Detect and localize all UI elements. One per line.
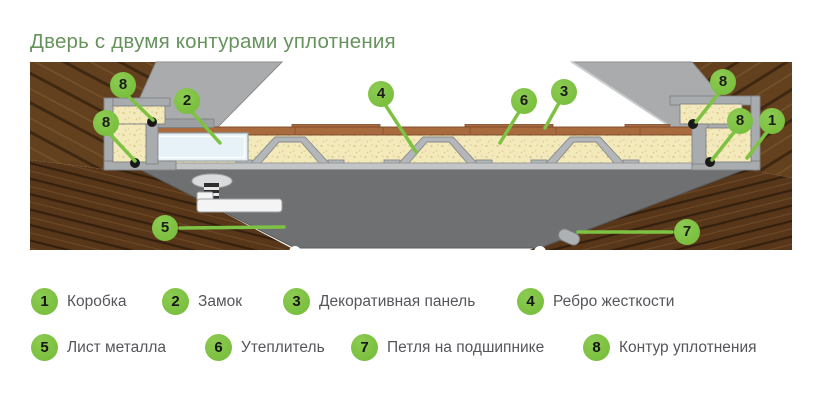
callout-seal-top-left: 8	[110, 72, 136, 98]
wood-floor-right	[530, 160, 792, 250]
legend-label-hinge: Петля на подшипнике	[387, 338, 545, 356]
legend-num-5: 5	[31, 334, 58, 361]
callout-frame: 1	[759, 108, 785, 134]
legend-label-insulation: Утеплитель	[241, 338, 325, 356]
callout-seal-bottom-left: 8	[93, 110, 119, 136]
door-handle	[191, 173, 283, 213]
callout-seal-bottom-right: 8	[727, 108, 753, 134]
legend-item-insulation: 6 Утеплитель	[205, 334, 325, 361]
legend-label-sealing-contour: Контур уплотнения	[619, 338, 757, 356]
legend-num-8: 8	[583, 334, 610, 361]
legend-item-lock: 2 Замок	[162, 288, 242, 315]
legend-num-6: 6	[205, 334, 232, 361]
legend-num-2: 2	[162, 288, 189, 315]
callout-lock: 2	[174, 88, 200, 114]
inner-sheet-edge	[134, 162, 748, 170]
legend-num-3: 3	[283, 288, 310, 315]
legend-num-1: 1	[31, 288, 58, 315]
callout-stiffening-rib: 4	[368, 81, 394, 107]
door-leaf	[134, 124, 748, 170]
legend-label-lock: Замок	[198, 292, 243, 310]
legend-item-metal-sheet: 5 Лист металла	[31, 334, 166, 361]
legend-item-sealing-contour: 8 Контур уплотнения	[583, 334, 757, 361]
callout-metal-sheet: 5	[152, 215, 178, 241]
page-title: Дверь с двумя контурами уплотнения	[30, 30, 396, 53]
legend-label-frame: Коробка	[67, 292, 127, 310]
sheet-notch	[289, 246, 301, 258]
callout-leader-lines	[108, 91, 769, 234]
legend-item-hinge: 7 Петля на подшипнике	[351, 334, 544, 361]
legend-label-stiffening-rib: Ребро жесткости	[553, 292, 675, 310]
legend-item-stiffening-rib: 4 Ребро жесткости	[517, 288, 674, 315]
legend-label-metal-sheet: Лист металла	[67, 338, 167, 356]
callout-insulation: 6	[511, 88, 537, 114]
bearing-hinge	[557, 228, 581, 246]
stiffening-ribs	[235, 136, 640, 165]
lock-box	[154, 132, 249, 162]
legend-label-decorative-panel: Декоративная панель	[319, 292, 476, 310]
legend-num-4: 4	[517, 288, 544, 315]
legend-item-frame: 1 Коробка	[31, 288, 127, 315]
legend-item-decorative-panel: 3 Декоративная панель	[283, 288, 475, 315]
callout-decorative-panel: 3	[551, 79, 577, 105]
legend-num-7: 7	[351, 334, 378, 361]
callout-hinge: 7	[674, 219, 700, 245]
callout-seal-top-right: 8	[710, 69, 736, 95]
sheet-notch	[534, 246, 546, 258]
